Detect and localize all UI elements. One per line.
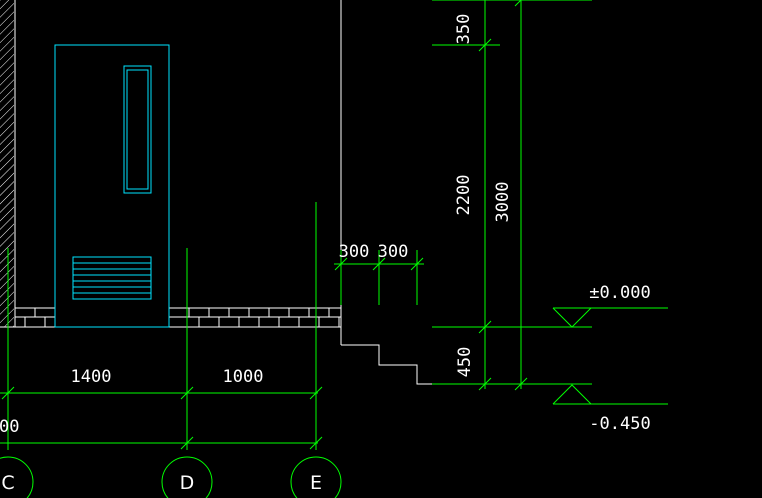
- elevation-marker-lower: [552, 384, 668, 405]
- axis-label-c: C: [1, 472, 14, 494]
- building-outline: [0, 0, 432, 385]
- axis-label-e: E: [310, 472, 322, 494]
- dim-label-step-300-b: 300: [378, 242, 409, 262]
- dim-label-1400: 1400: [71, 367, 112, 387]
- axis-label-d: D: [180, 472, 195, 494]
- hatched-wall: [0, 0, 16, 327]
- dim-label-350: 350: [454, 14, 474, 45]
- door-window: [123, 65, 152, 194]
- dim-label-step-300-a: 300: [339, 242, 370, 262]
- axis-bubble-c: [0, 456, 34, 498]
- door: [54, 44, 170, 328]
- step-dimensions: [334, 250, 424, 305]
- dim-label-2200: 2200: [454, 175, 474, 216]
- vertical-dimensions: [432, 0, 592, 391]
- elevation-label-lower: -0.450: [589, 414, 650, 434]
- dim-label-partial: 00: [0, 417, 19, 437]
- elevation-label-zero: ±0.000: [589, 283, 650, 303]
- door-louver: [72, 256, 152, 300]
- axis-bubble-e: [290, 456, 342, 498]
- horizontal-dimensions: [0, 202, 323, 450]
- axis-bubble-d: [161, 456, 213, 498]
- elevation-marker-zero: [552, 307, 668, 328]
- dim-label-1000: 1000: [223, 367, 264, 387]
- dim-label-3000: 3000: [493, 182, 513, 223]
- brick-plinth-left: [14, 307, 56, 328]
- dim-label-450: 450: [455, 347, 475, 378]
- brick-plinth-right: [168, 307, 342, 328]
